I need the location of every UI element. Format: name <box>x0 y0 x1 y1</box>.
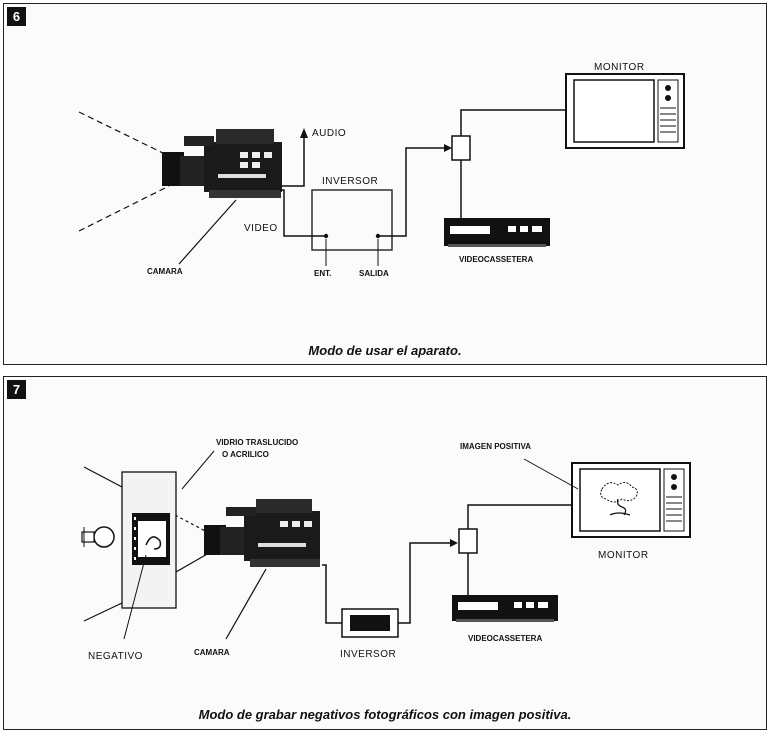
camara-leader <box>225 568 267 640</box>
negativo-label: NEGATIVO <box>88 651 143 662</box>
light-bulb-icon <box>81 526 115 548</box>
audio-label: AUDIO <box>312 128 346 139</box>
audio-arrow <box>300 128 308 138</box>
videocassetera-label: VIDEOCASSETERA <box>468 634 542 643</box>
inversor-cable <box>398 542 456 624</box>
monitor-cable <box>467 504 576 529</box>
vidrio-leader <box>181 450 215 490</box>
figure-7-caption: Modo de grabar negativos fotográficos co… <box>198 707 572 722</box>
figure-7-panel: 7 VIDRIO TRASLUCIDO O ACRILICO <box>3 376 767 730</box>
imagen-positiva-label: IMAGEN POSITIVA <box>460 442 531 451</box>
vidrio-label-line-1: VIDRIO TRASLUCIDO <box>216 438 298 447</box>
splitter-box <box>451 135 471 161</box>
camera-cable <box>322 564 342 624</box>
inversor-box <box>341 608 399 638</box>
splitter-arrow <box>444 144 452 152</box>
camara-label: CAMARA <box>194 648 230 657</box>
ent-label: ENT. <box>314 269 331 278</box>
ent-connector <box>323 233 329 239</box>
imagen-positiva-leader <box>523 458 579 490</box>
figure-6-panel: 6 AUDIO CAMARA VIDEO <box>3 3 767 365</box>
inversor-label: INVERSOR <box>322 176 378 187</box>
camara-leader <box>178 199 237 265</box>
salida-cable <box>378 147 450 237</box>
figure-number-badge: 6 <box>7 7 26 26</box>
inversor-label: INVERSOR <box>340 649 396 660</box>
splitter-box <box>458 528 478 554</box>
figure-7-diagram: VIDRIO TRASLUCIDO O ACRILICO NEGATIVO <box>81 438 691 662</box>
monitor-cable <box>460 109 568 136</box>
figure-6-caption: Modo de usar el aparato. <box>308 343 462 358</box>
film-negative-icon <box>132 513 170 565</box>
monitor-icon <box>565 73 685 149</box>
videocassetera-label: VIDEOCASSETERA <box>459 255 533 264</box>
videocassette-recorder-icon <box>452 595 558 622</box>
projection-line-upper <box>83 466 123 488</box>
video-cable <box>280 189 326 237</box>
videocassette-recorder-icon <box>444 218 550 247</box>
audio-cable <box>280 134 305 187</box>
positive-image-icon <box>600 481 638 516</box>
monitor-label: MONITOR <box>598 550 649 561</box>
video-camera-icon <box>162 129 282 198</box>
view-line-upper <box>78 111 170 157</box>
negativo-leader <box>123 554 147 640</box>
monitor-label: MONITOR <box>594 62 645 73</box>
video-label: VIDEO <box>244 223 278 234</box>
inversor-box <box>311 189 393 251</box>
figure-number-badge: 7 <box>7 380 26 399</box>
salida-label: SALIDA <box>359 269 389 278</box>
camara-label: CAMARA <box>147 267 183 276</box>
figure-6-diagram: AUDIO CAMARA VIDEO INVERSOR ENT. SALIDA <box>78 62 685 278</box>
video-camera-icon <box>204 499 320 567</box>
splitter-arrow <box>450 539 458 547</box>
projection-line-lower <box>83 602 123 622</box>
vidrio-label-line-2: O ACRILICO <box>222 450 269 459</box>
view-line-lower <box>78 185 170 232</box>
